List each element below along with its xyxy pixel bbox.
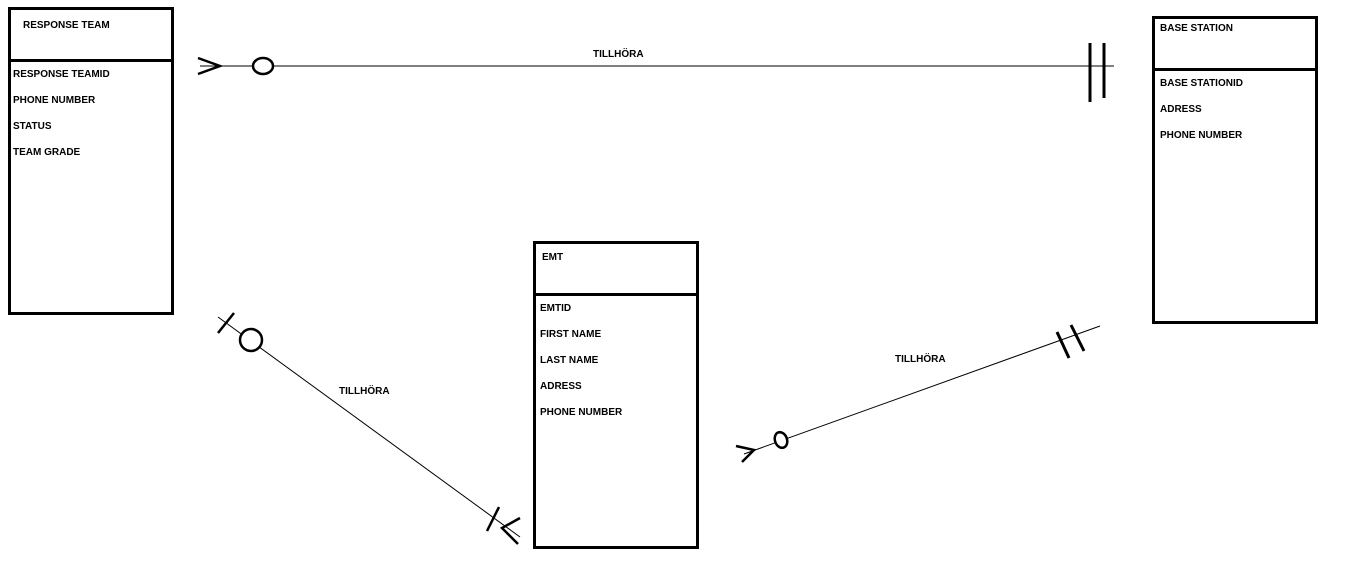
attribute: ADRESS <box>540 381 582 392</box>
attribute: PHONE NUMBER <box>13 95 96 106</box>
entity-title: RESPONSE TEAM <box>23 20 110 31</box>
entity-emt: EMT EMTID FIRST NAME LAST NAME ADRESS PH… <box>533 241 699 549</box>
attribute: BASE STATIONID <box>1160 78 1243 89</box>
relationship-line <box>217 316 521 538</box>
attribute: PHONE NUMBER <box>1160 130 1243 141</box>
crowfoot-many-symbol <box>499 516 521 545</box>
one-bar-symbol <box>485 506 501 532</box>
attribute: RESPONSE TEAMID <box>13 69 110 80</box>
relationship-label: TILLHÖRA <box>593 47 644 60</box>
entity-header: RESPONSE TEAM <box>11 10 171 62</box>
optional-circle-symbol <box>251 56 275 76</box>
relationship-left: TILLHÖRA <box>217 312 521 545</box>
attribute: STATUS <box>13 121 52 132</box>
one-bar-symbol <box>1055 331 1071 359</box>
optional-circle-symbol <box>773 430 789 450</box>
relationship-top: TILLHÖRA <box>197 43 1114 102</box>
relationship-label: TILLHÖRA <box>895 352 946 365</box>
attribute: TEAM GRADE <box>13 147 81 158</box>
entity-header: BASE STATION <box>1155 19 1315 71</box>
attribute: ADRESS <box>1160 104 1202 115</box>
one-bar-symbol <box>1069 324 1086 352</box>
optional-circle-symbol <box>238 327 264 353</box>
crowfoot-many-symbol <box>197 56 224 76</box>
relationship-line <box>743 325 1101 455</box>
one-bar-symbol <box>217 312 235 334</box>
entity-base-station: BASE STATION BASE STATIONID ADRESS PHONE… <box>1152 16 1318 324</box>
attribute: LAST NAME <box>540 355 599 366</box>
entity-response-team: RESPONSE TEAM RESPONSE TEAMID PHONE NUMB… <box>8 7 174 315</box>
entity-header: EMT <box>536 244 696 296</box>
attribute: FIRST NAME <box>540 329 602 340</box>
crowfoot-many-symbol <box>735 444 757 463</box>
attribute: PHONE NUMBER <box>540 407 623 418</box>
entity-title: EMT <box>542 252 564 263</box>
entity-title: BASE STATION <box>1160 23 1233 34</box>
relationship-right: TILLHÖRA <box>735 324 1101 463</box>
attribute: EMTID <box>540 303 572 314</box>
relationship-label: TILLHÖRA <box>339 384 390 397</box>
